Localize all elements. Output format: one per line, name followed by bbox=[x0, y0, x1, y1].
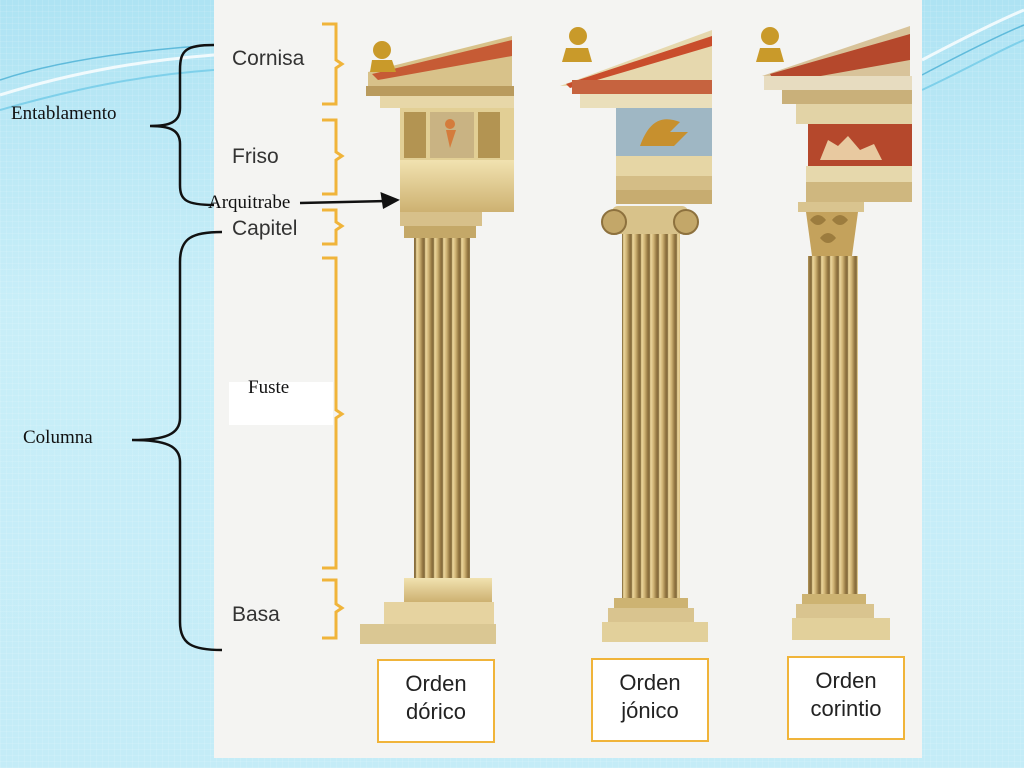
corinthian-order bbox=[756, 26, 912, 640]
friso-label: Friso bbox=[232, 145, 279, 168]
doric-order bbox=[360, 36, 514, 644]
corinthian-order-line2: corintio bbox=[810, 696, 882, 721]
arquitrabe-label: Arquitrabe bbox=[208, 192, 291, 213]
black-braces bbox=[131, 43, 223, 652]
ionic-order-line1: Orden bbox=[619, 670, 681, 695]
corinthian-order-box: Orden corintio bbox=[787, 656, 905, 740]
gold-brackets bbox=[322, 22, 345, 640]
basa-label: Basa bbox=[232, 603, 280, 626]
ionic-order-line2: jónico bbox=[621, 698, 679, 723]
cornisa-label: Cornisa bbox=[232, 47, 305, 70]
fuste-label: Fuste bbox=[248, 377, 290, 398]
capitel-label: Capitel bbox=[232, 217, 298, 240]
ionic-order-box: Orden jónico bbox=[591, 658, 709, 742]
entablamento-label: Entablamento bbox=[11, 103, 117, 124]
columna-label: Columna bbox=[23, 427, 93, 448]
doric-order-line1: Orden bbox=[405, 671, 467, 696]
corinthian-order-line1: Orden bbox=[815, 668, 877, 693]
doric-order-box: Orden dórico bbox=[377, 659, 495, 743]
arquitrabe-arrow bbox=[299, 192, 400, 209]
fuste-label-box bbox=[229, 382, 333, 425]
doric-order-line2: dórico bbox=[406, 699, 466, 724]
ionic-order bbox=[560, 27, 712, 642]
decorative-wave bbox=[0, 8, 1024, 111]
